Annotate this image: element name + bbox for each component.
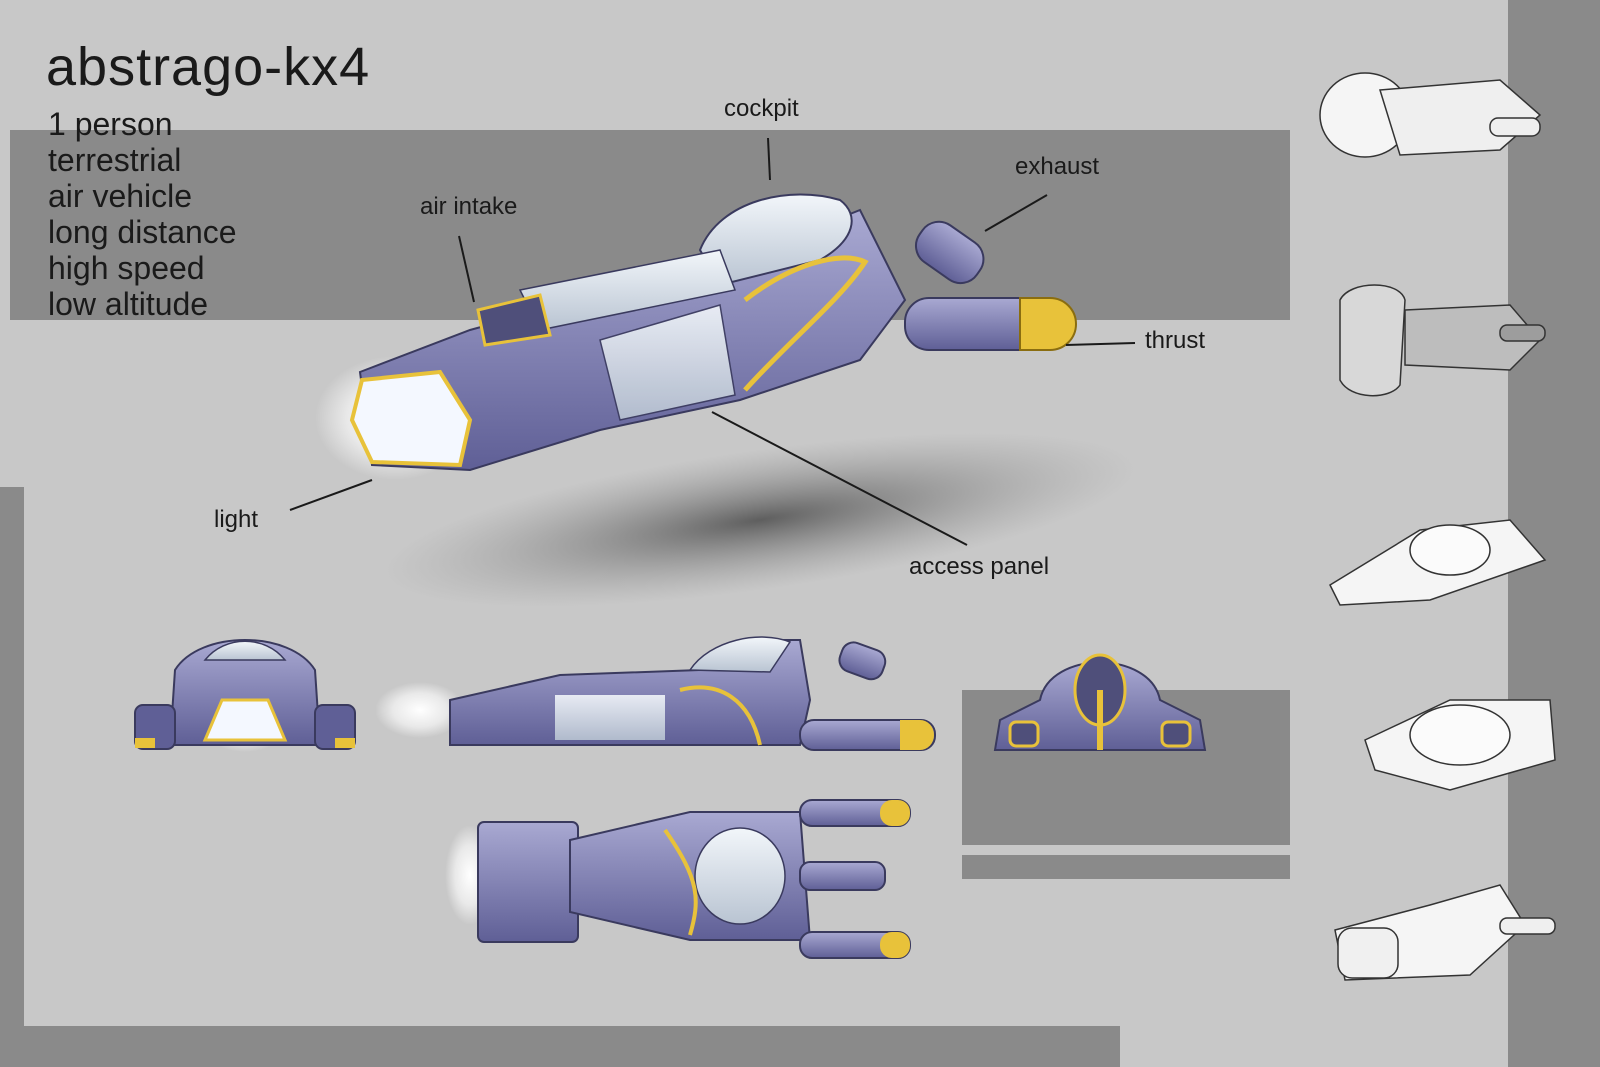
callout-air-intake: air intake — [420, 193, 518, 220]
callout-thrust: thrust — [1145, 327, 1206, 354]
sketch-thumbnails — [1319, 72, 1556, 981]
sketch-4 — [1364, 699, 1556, 791]
left-band — [0, 487, 24, 1067]
callout-exhaust: exhaust — [1015, 153, 1100, 180]
sketch-2 — [1339, 284, 1546, 397]
spec-item: air vehicle — [48, 178, 193, 214]
spec-item: 1 person — [48, 106, 173, 142]
callout-access-panel: access panel — [909, 553, 1050, 580]
spec-item: long distance — [48, 214, 237, 250]
ground-shadow — [383, 432, 1137, 608]
side-view — [375, 636, 936, 751]
vehicle-name: abstrago-kx4 — [46, 37, 371, 97]
spec-item: high speed — [48, 250, 205, 286]
right-band — [1508, 0, 1600, 1067]
sketch-1 — [1319, 72, 1542, 158]
spec-list: 1 person terrestrial air vehicle long di… — [48, 106, 237, 322]
top-view — [445, 799, 911, 959]
sketch-3 — [1329, 519, 1547, 606]
bottom-band — [0, 1026, 1120, 1067]
callout-light: light — [214, 506, 259, 533]
rear-view-strip — [962, 855, 1290, 879]
callout-cockpit: cockpit — [724, 95, 799, 122]
front-view — [134, 639, 356, 752]
main-perspective-vehicle — [315, 193, 1077, 480]
rear-view — [993, 653, 1207, 751]
spec-item: low altitude — [48, 286, 209, 322]
sketch-5 — [1334, 884, 1556, 981]
callout-leaders — [289, 137, 1136, 546]
spec-item: terrestrial — [48, 142, 182, 178]
